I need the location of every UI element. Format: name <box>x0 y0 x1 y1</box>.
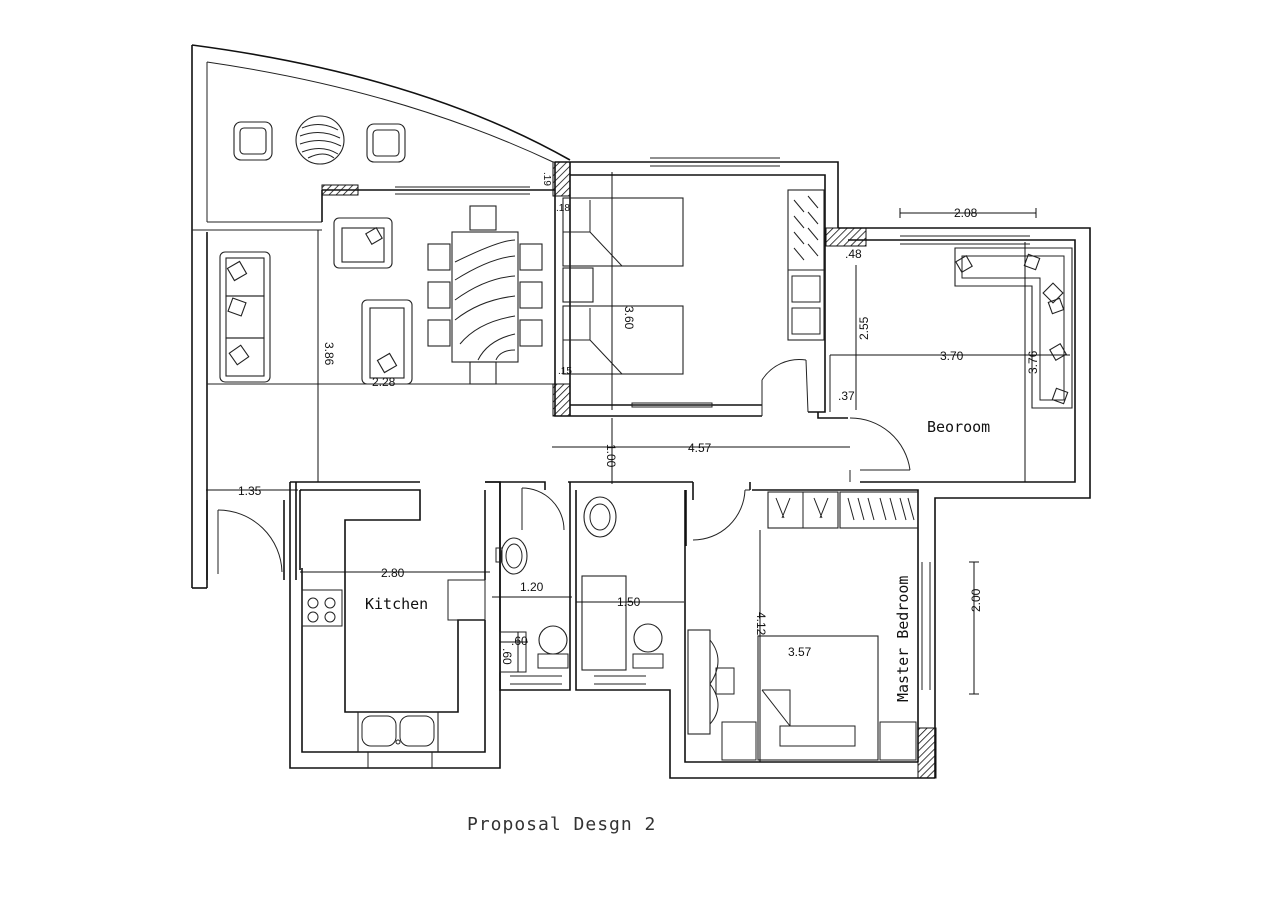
bedroom1-furniture <box>562 189 825 375</box>
dim-0-60-horizontal: .60 <box>511 634 528 648</box>
room-label-bedroom: Beoroom <box>927 418 990 436</box>
nightstand <box>562 267 594 303</box>
round-table <box>295 115 345 165</box>
dim-2-00: 2.00 <box>969 588 983 612</box>
washbasin <box>583 496 617 538</box>
walls <box>192 157 1091 779</box>
living-furniture <box>219 205 543 385</box>
dim-2-55: 2.55 <box>857 316 871 340</box>
room-label-kitchen: Kitchen <box>365 595 428 613</box>
structural-columns <box>321 161 937 779</box>
dim-2-80: 2.80 <box>381 566 405 580</box>
dining-chair <box>469 361 497 385</box>
wardrobe <box>839 491 919 529</box>
dim-2-08: 2.08 <box>954 206 978 220</box>
room-labels: Beoroom Kitchen Master Bedroom <box>365 418 990 702</box>
washbasin <box>500 537 528 575</box>
dim-4-57: 4.57 <box>688 441 712 455</box>
dresser <box>687 629 711 735</box>
dimension-lines <box>206 172 1070 762</box>
sofa <box>361 299 413 385</box>
balcony <box>191 44 571 588</box>
room-label-master-bedroom: Master Bedroom <box>894 576 912 702</box>
toilet <box>633 623 663 653</box>
dim-1-00: 1.00 <box>604 444 618 468</box>
dim-1-20: 1.20 <box>520 580 544 594</box>
nightstand <box>879 721 917 761</box>
wardrobe <box>787 189 825 341</box>
dim-4-12: 4.12 <box>754 612 768 636</box>
kitchen-sink <box>357 711 439 753</box>
kitchen-fixtures <box>301 579 486 753</box>
dim-3-76: 3.76 <box>1026 350 1040 374</box>
dim-0-37: .37 <box>838 389 855 403</box>
toilet <box>538 625 568 655</box>
bathtub <box>581 575 627 671</box>
dim-2-28: 2.28 <box>372 375 396 389</box>
dim-3-70: 3.70 <box>940 349 964 363</box>
master-furniture <box>687 491 919 761</box>
dim-1-50: 1.50 <box>617 595 641 609</box>
armchair <box>333 217 393 269</box>
balcony-chair <box>366 123 406 163</box>
dim-3-57: 3.57 <box>788 645 812 659</box>
doors <box>217 359 911 574</box>
dimension-labels: 2.08 .48 3.70 .37 2.55 3.76 3.60 3.86 2.… <box>238 172 1040 665</box>
dim-3-86: 3.86 <box>322 342 336 366</box>
stove-burner <box>307 597 319 609</box>
dim-0-19: .19 <box>541 172 552 186</box>
dim-1-35: 1.35 <box>238 484 262 498</box>
double-bed <box>757 635 879 761</box>
dining-chair <box>469 205 497 231</box>
dim-0-60-vertical: .60 <box>500 648 514 665</box>
dim-0-15: .15 <box>558 366 572 377</box>
bathroom-fixtures <box>495 496 664 673</box>
balcony-chair <box>233 121 273 161</box>
bedroom2-furniture <box>954 247 1073 409</box>
dim-0-18: .18 <box>556 203 570 214</box>
tv-unit <box>715 667 735 695</box>
fridge <box>447 579 486 621</box>
dim-3-60: 3.60 <box>622 306 636 330</box>
corner-sofa <box>954 247 1073 409</box>
drawing-title: Proposal Desgn 2 <box>467 814 656 835</box>
dim-0-48: .48 <box>845 247 862 261</box>
sofa <box>219 251 271 383</box>
